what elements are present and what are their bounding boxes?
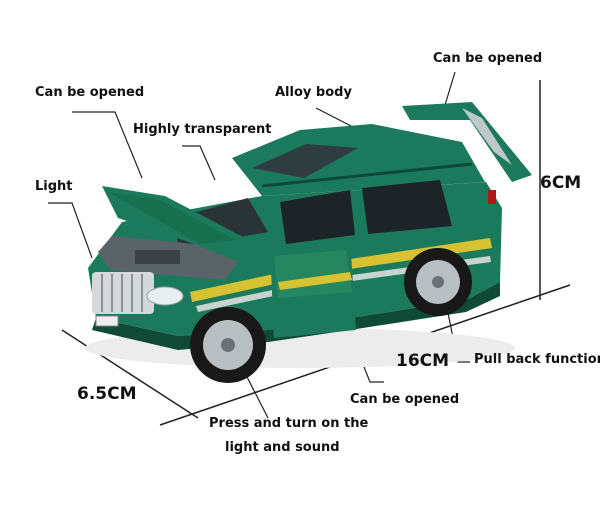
leader-pullback	[447, 312, 470, 363]
label-door-open: Can be opened	[350, 392, 460, 407]
label-hood-open: Can be opened	[35, 85, 145, 100]
leader-rear-hatch	[444, 71, 456, 106]
label-length: 16CM	[396, 351, 450, 371]
label-light: Light	[35, 179, 73, 194]
leader-transparent	[182, 145, 216, 181]
label-alloy-body: Alloy body	[275, 85, 352, 100]
label-press-turn-line1: Press and turn on the	[209, 416, 369, 431]
label-press-turn-line2: light and sound	[225, 440, 340, 455]
label-height: 6CM	[540, 173, 582, 193]
leader-lines	[48, 71, 470, 419]
leader-alloy	[315, 107, 356, 129]
toy-suv-icon	[85, 102, 532, 383]
label-pull-back: Pull back function	[474, 352, 600, 367]
label-width: 6.5CM	[77, 384, 137, 404]
label-highly-transparent: Highly transparent	[133, 122, 272, 137]
label-rear-hatch-open: Can be opened	[433, 51, 543, 66]
leader-light	[48, 202, 93, 259]
leader-hood	[72, 111, 143, 179]
leader-press	[244, 372, 269, 419]
width-dimension-line	[61, 329, 199, 419]
